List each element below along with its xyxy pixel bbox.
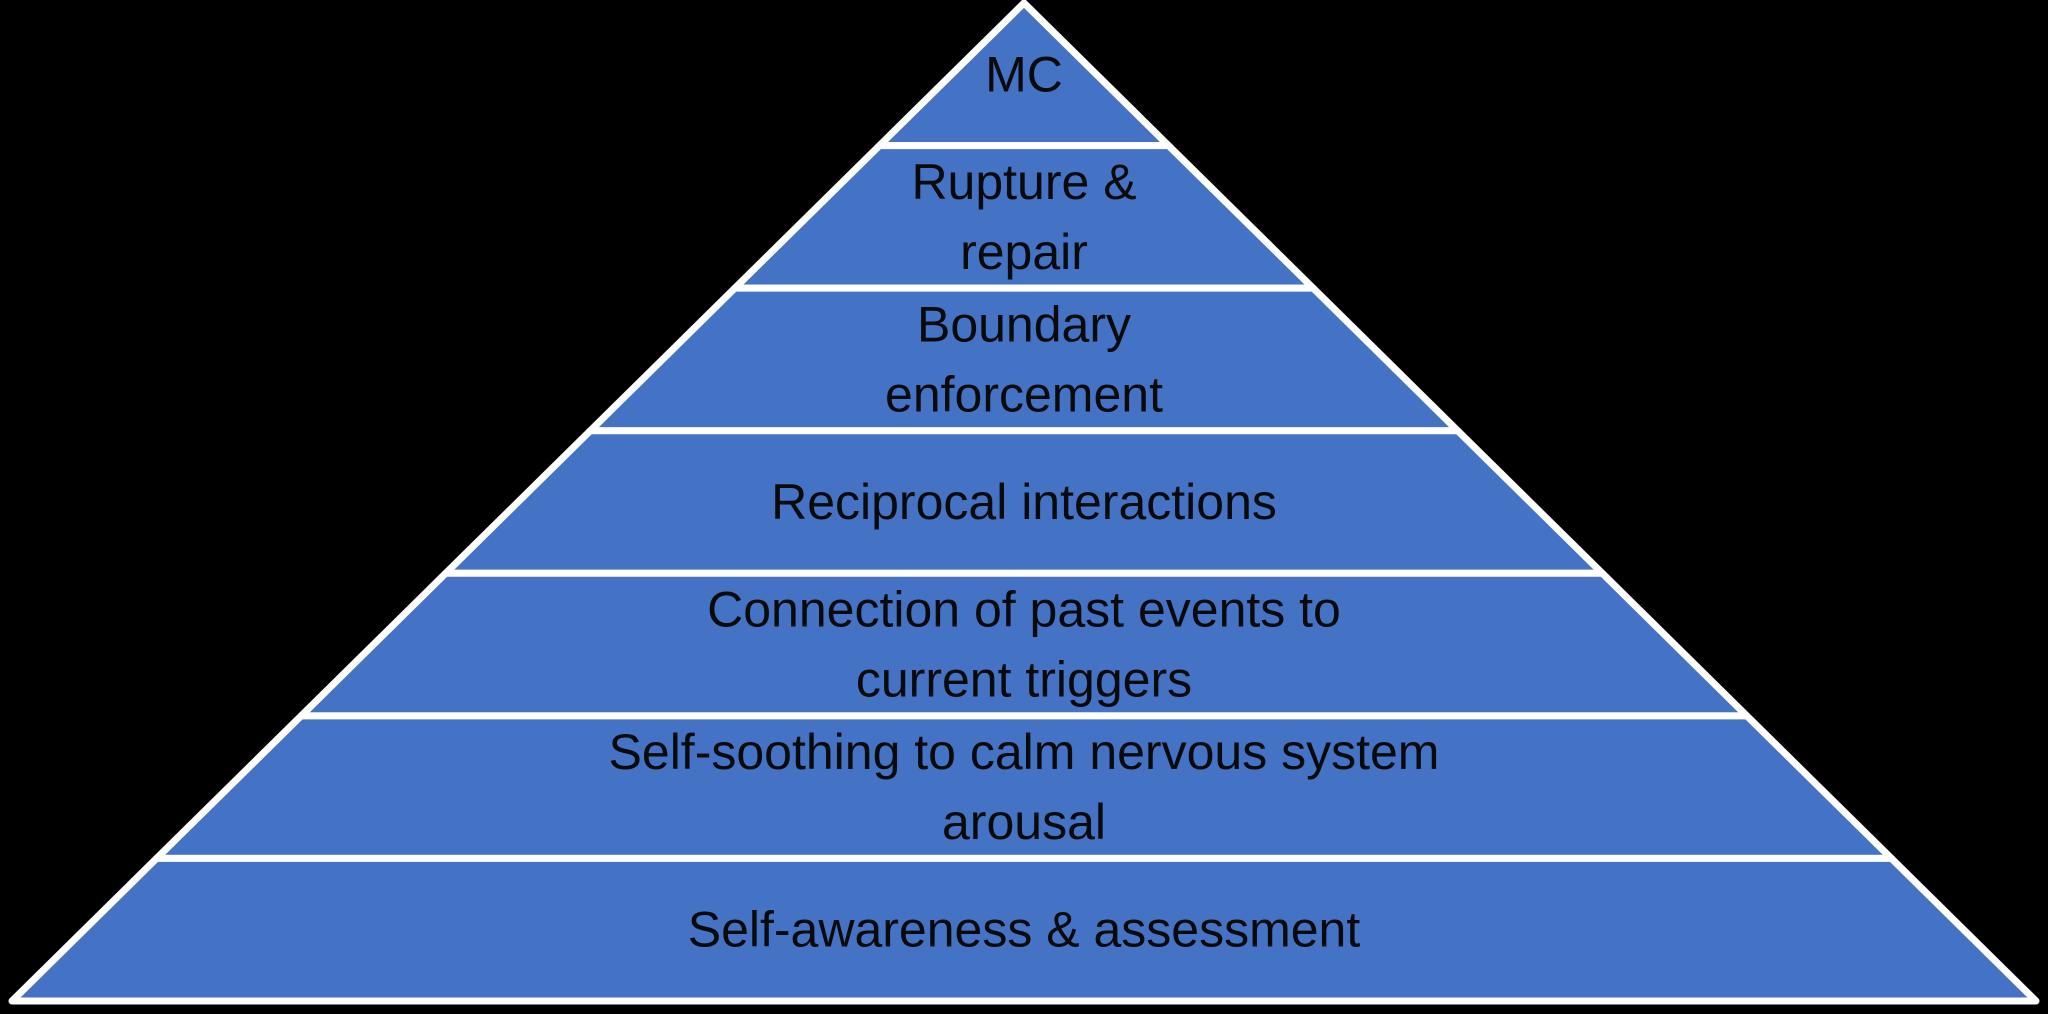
pyramid-level-3-label: enforcement	[885, 366, 1163, 422]
pyramid-level-7-label: Self-awareness & assessment	[688, 902, 1361, 958]
pyramid-level-2-label: repair	[960, 224, 1088, 280]
pyramid-level-6-label: arousal	[942, 794, 1106, 850]
pyramid-level-5-label: current triggers	[856, 652, 1192, 708]
pyramid-level-6-label: Self-soothing to calm nervous system	[609, 724, 1440, 780]
pyramid-level-2-label: Rupture &	[911, 154, 1136, 210]
pyramid-level-3-label: Boundary	[917, 296, 1131, 352]
pyramid-level-7	[8, 854, 2040, 1005]
pyramid-level-5-label: Connection of past events to	[707, 582, 1341, 638]
pyramid-level-1-label: MC	[985, 46, 1063, 102]
pyramid-level-4-label: Reciprocal interactions	[771, 474, 1277, 530]
